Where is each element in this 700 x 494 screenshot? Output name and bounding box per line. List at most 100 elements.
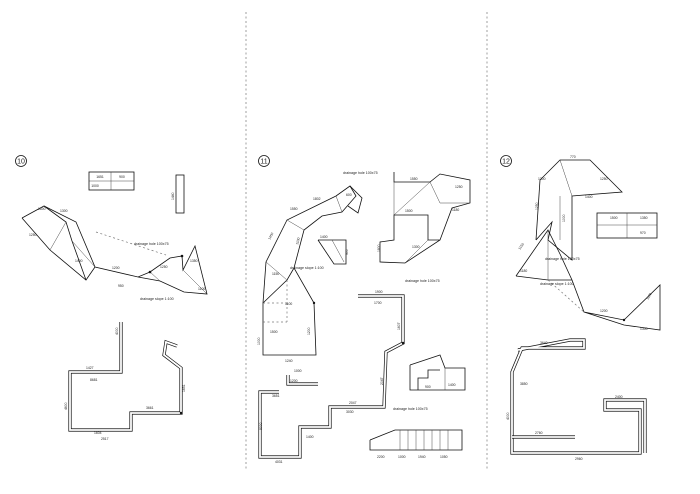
svg-text:950: 950 bbox=[118, 284, 124, 288]
svg-text:1400: 1400 bbox=[448, 383, 456, 387]
svg-text:2047: 2047 bbox=[380, 377, 384, 385]
svg-text:drainage slope 1:100: drainage slope 1:100 bbox=[540, 282, 574, 286]
svg-text:1400: 1400 bbox=[320, 235, 328, 239]
svg-text:1700: 1700 bbox=[374, 301, 382, 305]
svg-text:8681: 8681 bbox=[90, 378, 98, 382]
svg-text:900: 900 bbox=[345, 249, 349, 255]
svg-text:1100: 1100 bbox=[198, 287, 205, 291]
svg-text:1350: 1350 bbox=[640, 216, 648, 220]
sheet-11: 11 1550 1802 1450 1100 1150 1100 1200 15… bbox=[257, 155, 471, 464]
part-rect-small: 1651 900 1000 bbox=[88, 171, 135, 191]
svg-text:drainage hole 100x75: drainage hole 100x75 bbox=[545, 257, 580, 261]
svg-text:1300: 1300 bbox=[640, 327, 648, 331]
svg-text:1200: 1200 bbox=[112, 266, 120, 270]
svg-text:1300: 1300 bbox=[412, 245, 420, 249]
svg-text:2200: 2200 bbox=[377, 455, 385, 459]
svg-text:1100: 1100 bbox=[295, 237, 301, 245]
part-wall-profile: 3640 3850 4000 2760 2400 2960 bbox=[506, 338, 647, 461]
part-wall-profile-large: 1900 1700 1607 2047 2047 3030 8000 1400 … bbox=[258, 290, 405, 464]
svg-text:1150: 1150 bbox=[518, 242, 526, 250]
svg-text:1400: 1400 bbox=[306, 435, 314, 439]
svg-text:2400: 2400 bbox=[615, 395, 623, 399]
part-wall-profile: 4000 1427 8681 4600 1604 2517 3661 1651 bbox=[64, 322, 186, 441]
svg-text:1800: 1800 bbox=[377, 244, 381, 252]
svg-text:1000: 1000 bbox=[257, 337, 261, 345]
svg-text:1250: 1250 bbox=[29, 233, 37, 237]
svg-text:900: 900 bbox=[425, 385, 431, 389]
part-rect-tall: 1440 bbox=[171, 174, 185, 214]
part-stair-treads: 2200 1000 1940 1050 bbox=[369, 429, 463, 459]
svg-text:1500: 1500 bbox=[610, 216, 618, 220]
svg-text:drainage hole 100x75: drainage hole 100x75 bbox=[393, 407, 428, 411]
sheet-number: 10 bbox=[17, 159, 25, 166]
svg-text:1240: 1240 bbox=[285, 359, 293, 363]
part-deck-long: 1550 1802 1450 1100 1150 1100 1200 1500 … bbox=[257, 171, 378, 363]
svg-text:1100: 1100 bbox=[285, 302, 292, 306]
svg-text:1250: 1250 bbox=[535, 202, 539, 210]
part-deck-upper-right: 1550 1250 1180 1500 1800 1300 drainage h… bbox=[377, 172, 471, 283]
svg-text:1427: 1427 bbox=[86, 366, 94, 370]
svg-text:3661: 3661 bbox=[146, 406, 154, 410]
svg-text:600: 600 bbox=[346, 193, 352, 197]
svg-text:1400: 1400 bbox=[585, 195, 593, 199]
svg-text:1180: 1180 bbox=[452, 208, 459, 212]
part-deck-lower: 1150 1180 1200 1300 1180 drainage hole 1… bbox=[515, 229, 661, 331]
svg-text:4031: 4031 bbox=[275, 460, 283, 464]
svg-text:1250: 1250 bbox=[455, 185, 463, 189]
svg-text:970: 970 bbox=[640, 231, 646, 235]
svg-text:1651: 1651 bbox=[182, 384, 186, 392]
part-deck-upper: 770 1300 1250 1400 1250 1000 bbox=[535, 155, 623, 261]
svg-text:1000: 1000 bbox=[91, 184, 99, 188]
svg-text:drainage hole 100x75: drainage hole 100x75 bbox=[134, 242, 169, 246]
svg-text:1604: 1604 bbox=[94, 431, 102, 435]
part-triangle-plate: 1400 900 bbox=[317, 235, 349, 265]
svg-text:1651: 1651 bbox=[96, 175, 104, 179]
svg-text:1500: 1500 bbox=[270, 330, 278, 334]
svg-text:1180: 1180 bbox=[645, 292, 652, 300]
sheet-10: 10 1651 900 1000 1440 1600 13 bbox=[15, 155, 208, 441]
part-rect-plate: 1500 1350 970 bbox=[596, 212, 658, 239]
svg-text:drainage hole 100x75: drainage hole 100x75 bbox=[405, 279, 440, 283]
svg-text:1607: 1607 bbox=[397, 322, 401, 330]
svg-text:4600: 4600 bbox=[64, 402, 68, 410]
sheet-12: 12 770 1300 1250 1400 1250 1000 1500 135… bbox=[500, 155, 661, 461]
svg-text:1900: 1900 bbox=[375, 290, 383, 294]
svg-text:1440: 1440 bbox=[171, 192, 175, 200]
sheet-number: 11 bbox=[260, 159, 267, 166]
svg-text:3651: 3651 bbox=[272, 394, 280, 398]
svg-text:1600: 1600 bbox=[38, 207, 46, 211]
svg-text:900: 900 bbox=[119, 175, 125, 179]
svg-text:1150: 1150 bbox=[272, 272, 279, 276]
svg-text:4000: 4000 bbox=[115, 327, 119, 335]
svg-text:1000: 1000 bbox=[562, 214, 566, 222]
sheet-number: 12 bbox=[502, 159, 510, 166]
svg-text:1050: 1050 bbox=[440, 455, 448, 459]
svg-text:2517: 2517 bbox=[101, 437, 109, 441]
svg-text:3850: 3850 bbox=[520, 382, 528, 386]
svg-text:drainage slope 1:100: drainage slope 1:100 bbox=[140, 297, 174, 301]
svg-text:1000: 1000 bbox=[294, 369, 302, 373]
svg-text:1200: 1200 bbox=[307, 327, 311, 335]
svg-text:1180: 1180 bbox=[520, 269, 527, 273]
sheet-number-circle bbox=[258, 155, 270, 167]
svg-text:1300: 1300 bbox=[60, 209, 68, 213]
svg-text:2760: 2760 bbox=[535, 431, 543, 435]
sheet-number-circle bbox=[500, 155, 512, 167]
svg-text:1940: 1940 bbox=[418, 455, 426, 459]
svg-text:1200: 1200 bbox=[600, 309, 608, 313]
svg-text:1250: 1250 bbox=[600, 177, 608, 181]
svg-text:drainage hole 100x75: drainage hole 100x75 bbox=[343, 171, 378, 175]
svg-text:3030: 3030 bbox=[346, 410, 354, 414]
part-stair-stringer: 900 1400 drainage hole 100x75 bbox=[393, 354, 466, 411]
svg-text:1350: 1350 bbox=[190, 259, 198, 263]
svg-text:3640: 3640 bbox=[540, 341, 548, 345]
svg-text:1250: 1250 bbox=[160, 265, 168, 269]
svg-text:1400: 1400 bbox=[75, 259, 83, 263]
svg-text:1802: 1802 bbox=[313, 197, 321, 201]
svg-text:1550: 1550 bbox=[410, 177, 418, 181]
sheet-number-circle bbox=[15, 155, 27, 167]
svg-text:1550: 1550 bbox=[290, 207, 298, 211]
svg-text:1000: 1000 bbox=[398, 455, 406, 459]
svg-text:770: 770 bbox=[570, 155, 576, 159]
